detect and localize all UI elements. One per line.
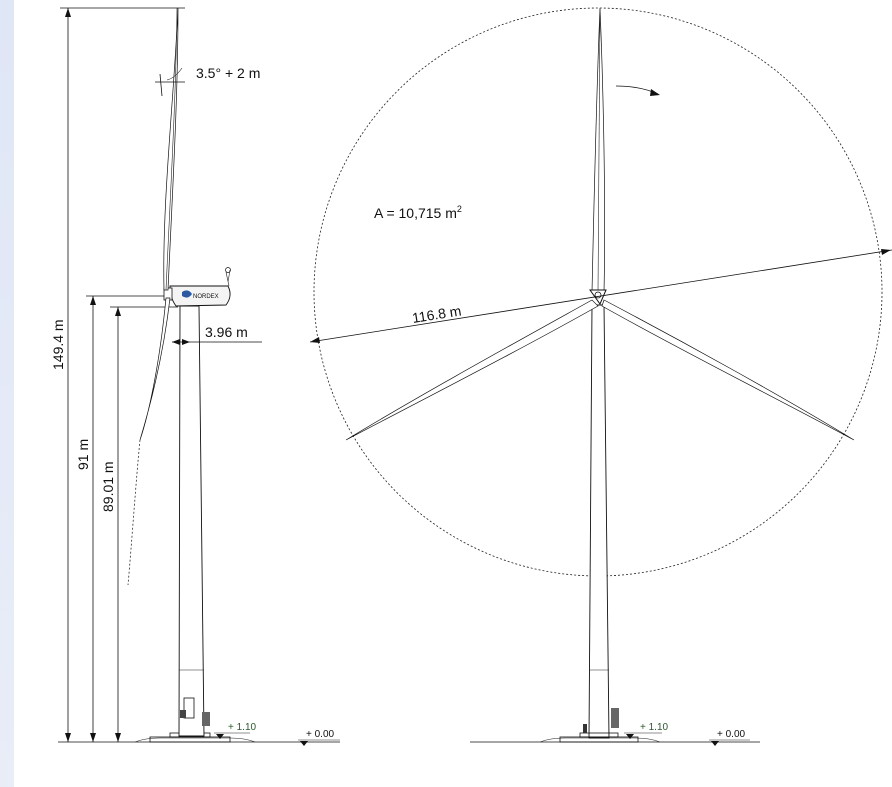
front-level-base-label: + 1.10 [640,722,669,733]
front-view: A = 10,715 m2 116.8 m + 1.10 + 0.00 [309,7,892,746]
arrowhead [310,337,320,343]
rotor-diameter-label: 116.8 m [411,302,462,326]
tilt-arc [166,67,183,81]
front-level-ground-label: + 0.00 [717,729,746,740]
level-ground-label: + 0.00 [306,729,335,740]
rotor-area-label: A = 10,715 m2 [374,204,462,221]
arrowhead [172,339,180,345]
arrowhead [115,307,121,316]
arrowhead [90,733,96,742]
arrowhead [881,249,891,255]
blade-left [345,299,599,441]
rotation-arrowhead [650,89,660,96]
level-base-label: + 1.10 [228,722,257,733]
total-height-label: 149.4 m [50,319,66,370]
arrowhead [115,733,121,742]
nacelle-height-label: 89.01 m [100,461,116,512]
nacelle-logo-text: NORDEX [193,294,219,300]
nordex-logo-icon [182,290,192,298]
hub-center [594,291,602,299]
front-foundation-mound [539,737,661,743]
blade-top-center [597,9,601,293]
access-stairs [180,710,186,718]
front-foundation-top [579,732,619,738]
arrowhead [65,8,71,17]
blade-upper-side [163,7,179,291]
blade-lower-dashed [127,439,141,586]
front-level-marker-base [626,734,634,739]
tower-front [588,304,610,739]
tilt-label: 3.5° + 2 m [196,65,260,81]
arrowhead [90,296,96,305]
anemometer-icon [225,267,231,273]
blade-upper-edge [165,7,178,291]
tower-side [178,305,205,737]
blade-lower-side [139,297,171,441]
tower-top-label: 3.96 m [205,324,248,340]
side-view: 149.4 m 91 m 89.01 m NORDEX [50,7,340,746]
drawing-sheet [14,0,892,787]
hub-height-label: 91 m [75,439,91,470]
foundation-mound [134,737,256,743]
diameter-dim-line [309,249,892,343]
arrowhead [65,733,71,742]
level-marker-ground [300,741,308,746]
front-level-marker-ground [711,741,719,746]
blade-right [601,299,855,441]
tower-door [183,697,195,719]
front-stairs [583,724,587,733]
level-marker-base [216,734,224,739]
arrowhead [182,339,190,345]
transformer-box [202,712,210,726]
blade-top [591,7,605,293]
tilt-tick-v [159,73,163,97]
front-transformer-box [611,708,619,728]
